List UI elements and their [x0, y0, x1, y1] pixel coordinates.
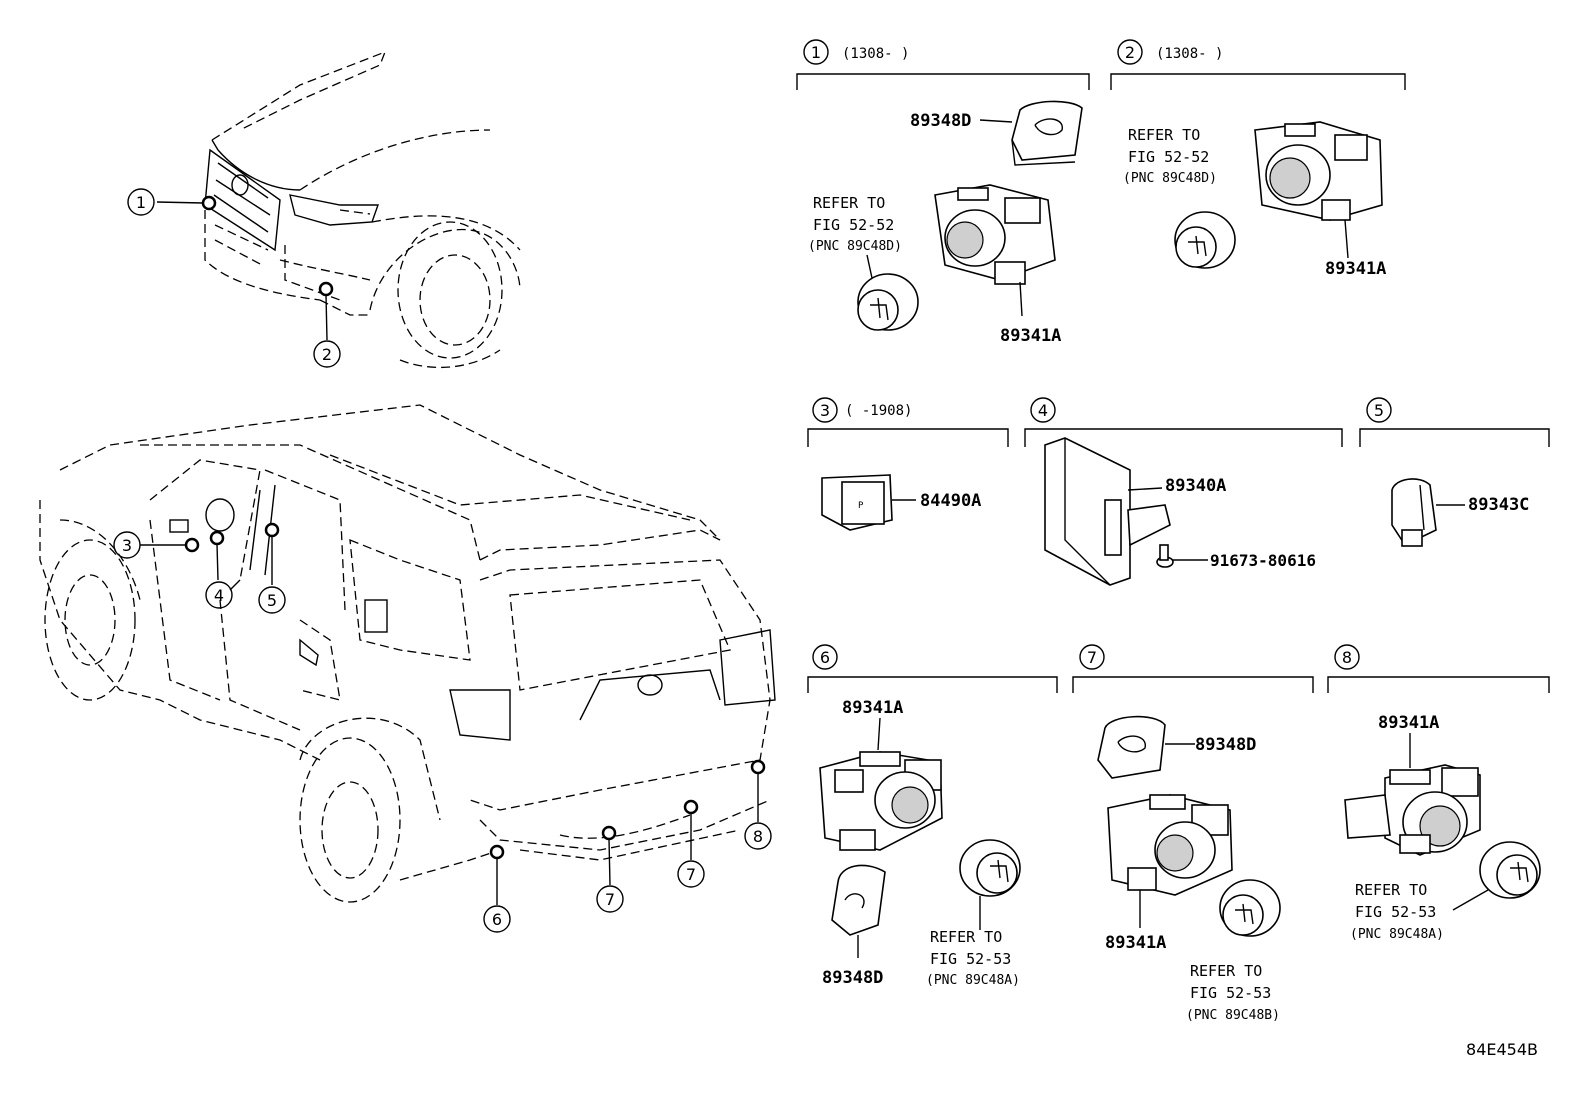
svg-text:3: 3	[820, 401, 830, 420]
svg-text:FIG 52-53: FIG 52-53	[1190, 984, 1271, 1002]
svg-text:5: 5	[1374, 401, 1384, 420]
svg-text:7: 7	[686, 865, 696, 884]
section-3: 3 ( -1908) P 84490A	[807, 397, 1009, 531]
svg-text:89341A: 89341A	[1378, 713, 1439, 733]
svg-text:FIG 52-53: FIG 52-53	[1355, 903, 1436, 921]
callout-5-rear: 5	[258, 586, 286, 614]
svg-text:89348D: 89348D	[910, 111, 971, 131]
svg-text:89341A: 89341A	[842, 698, 903, 718]
front-vehicle-illustration	[156, 50, 521, 368]
callout-6-rear: 6	[483, 905, 511, 933]
svg-text:5: 5	[267, 591, 277, 610]
svg-text:7: 7	[1087, 648, 1097, 667]
svg-text:6: 6	[492, 910, 502, 929]
svg-text:1: 1	[811, 43, 821, 62]
svg-text:4: 4	[214, 586, 224, 605]
svg-text:REFER TO: REFER TO	[1190, 962, 1262, 980]
section-6: 6 89341A 89348D REFER TO FIG 52-53 (PNC …	[807, 644, 1058, 988]
svg-text:(PNC 89C48D): (PNC 89C48D)	[1123, 171, 1217, 186]
svg-text:89341A: 89341A	[1105, 933, 1166, 953]
svg-text:89340A: 89340A	[1165, 476, 1226, 496]
svg-text:FIG 52-53: FIG 52-53	[930, 950, 1011, 968]
section-5: 5 89343C	[1359, 397, 1550, 547]
section-1: 1 (1308- ) 89348D 89341A REFER TO FIG 52…	[796, 39, 1090, 346]
section-8: 8 89341A REFER TO FIG 52-53 (PNC 89C48A)	[1327, 644, 1550, 942]
svg-text:REFER TO: REFER TO	[930, 928, 1002, 946]
svg-text:89348D: 89348D	[1195, 735, 1256, 755]
svg-text:4: 4	[1038, 401, 1048, 420]
callout-3-rear: 3	[113, 531, 141, 559]
svg-text:(PNC 89C48B): (PNC 89C48B)	[1186, 1008, 1280, 1023]
callout-4-rear: 4	[205, 581, 233, 609]
section-7: 7 89348D 89341A REFER TO FIG 52-53 (PNC …	[1072, 644, 1314, 1023]
svg-text:REFER TO: REFER TO	[1355, 881, 1427, 899]
svg-text:(1308- ): (1308- )	[842, 46, 909, 62]
callout-8-rear: 8	[744, 822, 772, 850]
section-4: 4 89340A 91673-80616	[1024, 397, 1343, 586]
callout-7b-rear: 7	[677, 860, 705, 888]
svg-text:8: 8	[753, 827, 763, 846]
svg-text:FIG 52-52: FIG 52-52	[1128, 148, 1209, 166]
svg-text:1: 1	[136, 193, 146, 212]
svg-text:(PNC 89C48A): (PNC 89C48A)	[1350, 927, 1444, 942]
svg-text:89341A: 89341A	[1325, 259, 1386, 279]
section-2: 2 (1308- ) 89341A REFER TO FIG 52-52 (PN…	[1110, 39, 1406, 279]
svg-text:REFER TO: REFER TO	[813, 194, 885, 212]
svg-text:91673-80616: 91673-80616	[1210, 551, 1316, 570]
svg-text:2: 2	[322, 345, 332, 364]
svg-text:(PNC 89C48A): (PNC 89C48A)	[926, 973, 1020, 988]
svg-text:P: P	[858, 501, 864, 511]
svg-text:89348D: 89348D	[822, 968, 883, 988]
svg-text:89343C: 89343C	[1468, 495, 1529, 515]
svg-text:84490A: 84490A	[920, 491, 981, 511]
svg-text:7: 7	[605, 890, 615, 909]
callout-2-front: 2	[313, 340, 341, 368]
svg-text:(1308- ): (1308- )	[1156, 46, 1223, 62]
callout-7a-rear: 7	[596, 885, 624, 913]
svg-text:3: 3	[122, 536, 132, 555]
svg-text:REFER TO: REFER TO	[1128, 126, 1200, 144]
svg-text:89341A: 89341A	[1000, 326, 1061, 346]
rear-vehicle-illustration	[39, 404, 776, 905]
svg-text:( -1908): ( -1908)	[845, 403, 912, 419]
svg-text:FIG 52-52: FIG 52-52	[813, 216, 894, 234]
callout-1-front: 1	[127, 188, 155, 216]
svg-text:8: 8	[1342, 648, 1352, 667]
svg-text:6: 6	[820, 648, 830, 667]
drawing-id: 84E454B	[1466, 1040, 1538, 1059]
svg-text:(PNC 89C48D): (PNC 89C48D)	[808, 239, 902, 254]
svg-text:2: 2	[1125, 43, 1135, 62]
